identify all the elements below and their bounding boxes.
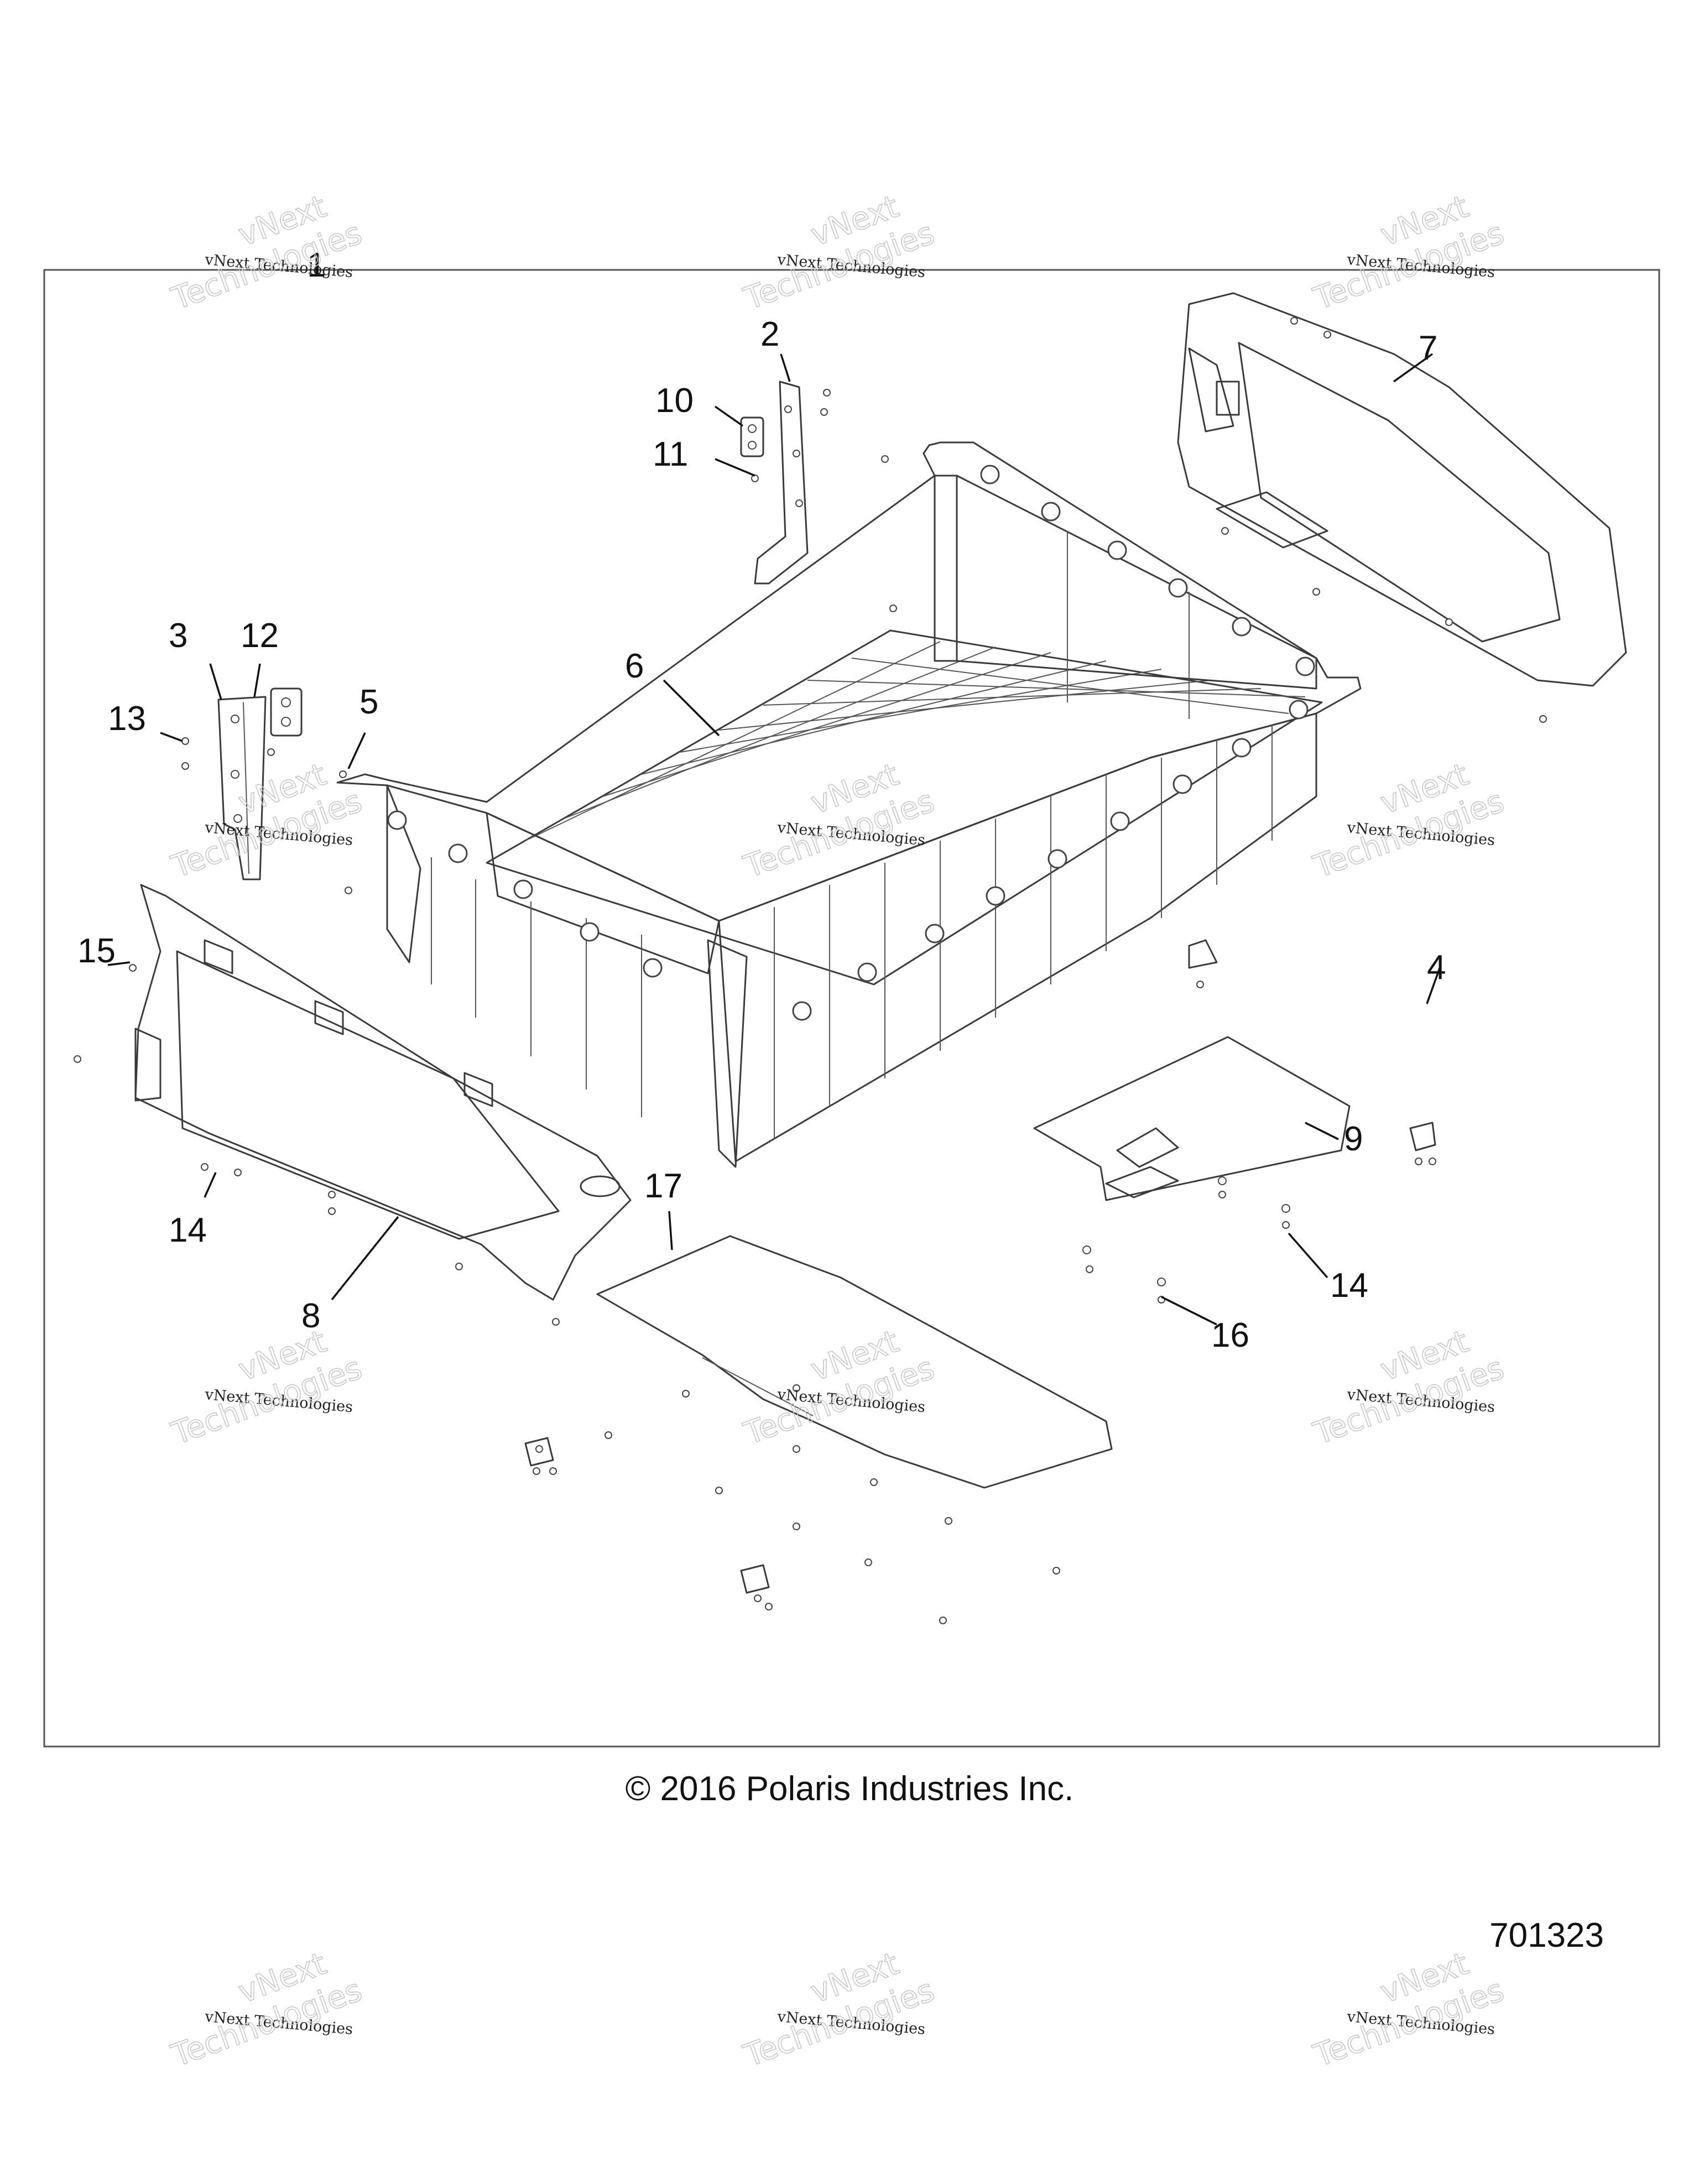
diagram-frame	[43, 269, 1660, 1748]
part-2-bracket	[754, 380, 809, 585]
part-3-bracket	[217, 696, 267, 880]
watermark: vNext Technologies vNext Technologies	[1309, 756, 1509, 885]
watermark: vNext Technologies vNext Technologies	[166, 1945, 367, 2074]
part-7-rear-panel	[1177, 292, 1627, 687]
callout-17: 17	[644, 1167, 682, 1205]
part-17-skid-plate	[596, 1235, 1113, 1489]
callout-1: 1	[307, 246, 326, 284]
callout-16: 16	[1211, 1316, 1249, 1354]
callout-3: 3	[169, 617, 187, 655]
callout-5: 5	[359, 683, 378, 721]
part-4-clip	[1409, 1122, 1436, 1151]
watermark: vNext Technologies vNext Technologies	[166, 1323, 367, 1452]
callout-10: 10	[655, 382, 694, 420]
callout-2: 2	[760, 315, 779, 353]
leader-lines	[107, 353, 1442, 1326]
watermark: vNext Technologies vNext Technologies	[166, 756, 367, 885]
callout-15: 15	[77, 932, 116, 970]
callout-7: 7	[1419, 329, 1437, 367]
watermark: vNext Technologies vNext Technologies	[739, 188, 940, 317]
callout-6: 6	[625, 647, 644, 685]
part-10-latch	[740, 416, 764, 457]
part-9-plate	[1033, 1036, 1351, 1201]
callout-4: 4	[1427, 948, 1446, 987]
copyright-notice: © 2016 Polaris Industries Inc.	[626, 1770, 1074, 1808]
callout-14-right: 14	[1330, 1266, 1368, 1305]
callout-9: 9	[1344, 1120, 1363, 1158]
part-6-cargo-box	[336, 441, 1362, 1168]
watermark: vNext Technologies vNext Technologies	[1309, 1945, 1509, 2074]
watermark: vNext Technologies vNext Technologies	[1309, 188, 1509, 317]
callout-14-left: 14	[169, 1211, 207, 1249]
hardware-fasteners	[74, 317, 1547, 1624]
watermark: vNext Technologies vNext Technologies	[166, 188, 367, 317]
part-12-latch	[270, 687, 303, 737]
diagram-number: 701323	[1489, 1916, 1604, 1954]
callout-8: 8	[301, 1297, 320, 1335]
part-8-tailgate	[134, 884, 632, 1301]
callout-labels: 1 2 3 4 5 6 7 8 9 10 11 12 13 14 14 15 1…	[77, 246, 1446, 1354]
callout-13: 13	[108, 700, 146, 738]
callout-12: 12	[241, 617, 279, 655]
watermark: vNext Technologies vNext Technologies	[739, 1945, 940, 2074]
watermark: vNext Technologies vNext Technologies	[1309, 1323, 1509, 1452]
tie-down-mount	[524, 939, 1218, 1594]
callout-11: 11	[653, 435, 688, 473]
